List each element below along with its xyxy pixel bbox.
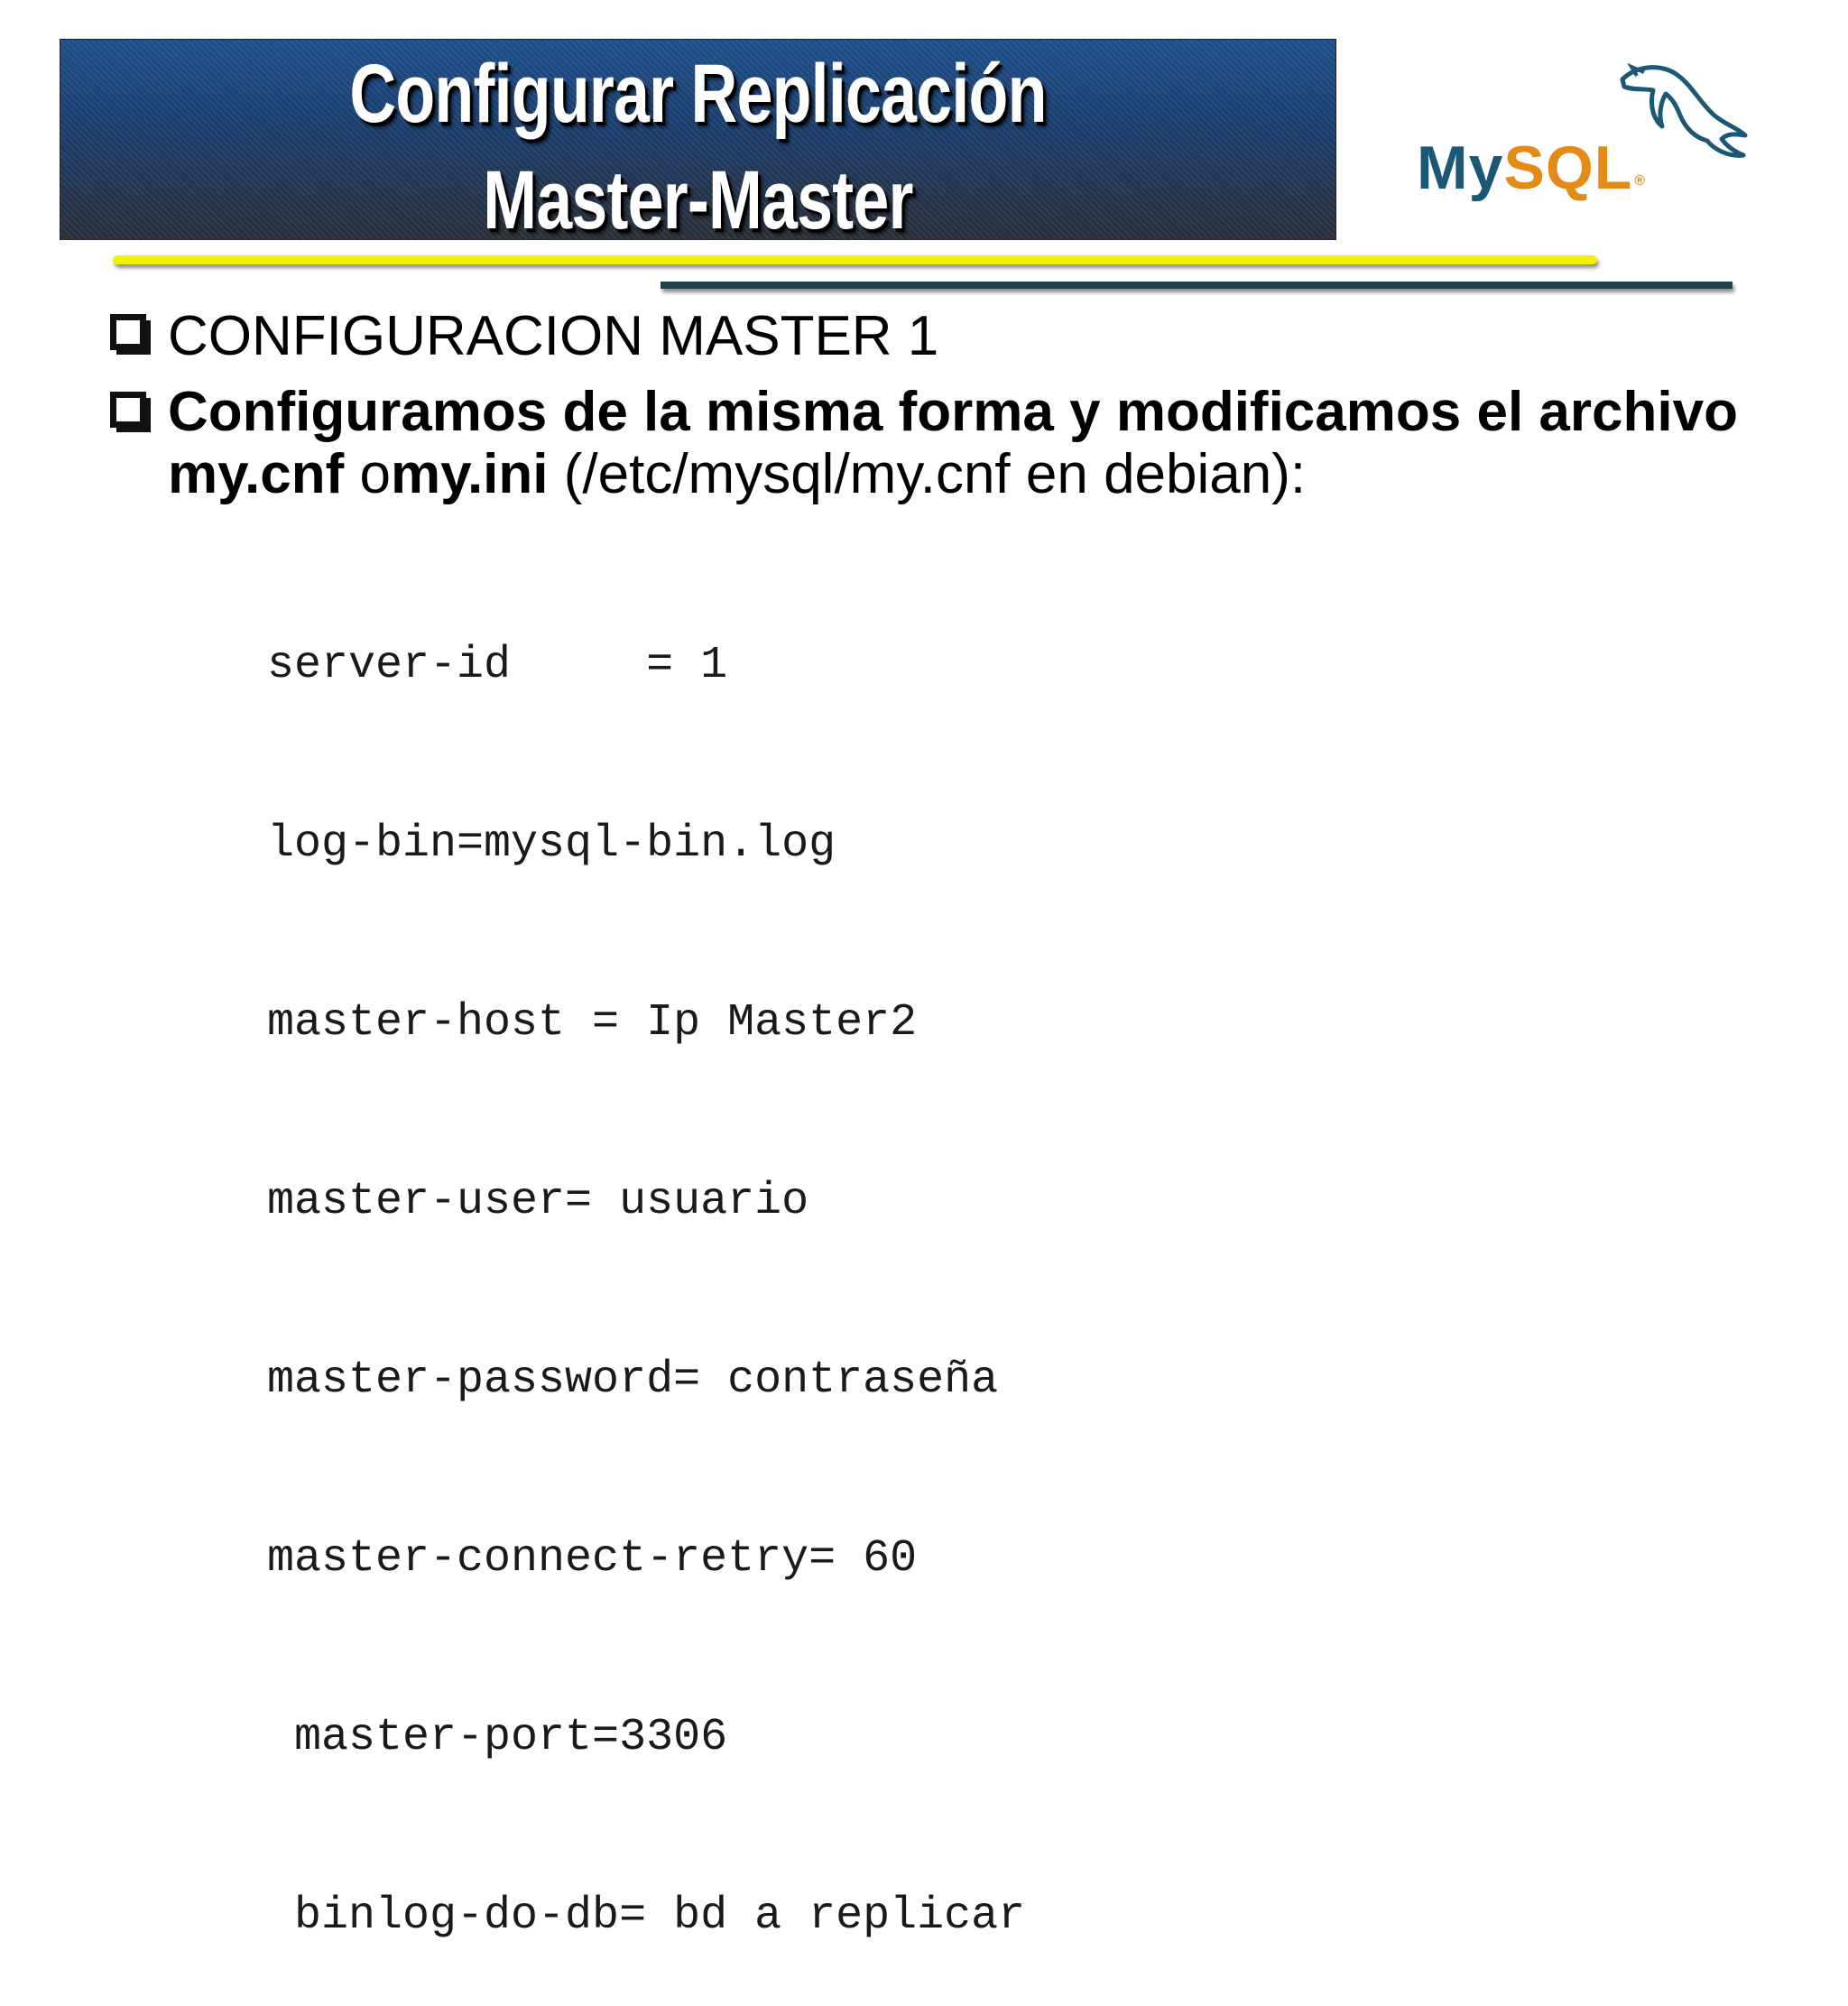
bullet-text: Configuramos de la misma forma y modific… [168, 381, 1738, 506]
title-banner: Configurar Replicación Master-Master [60, 39, 1336, 246]
filename-my-ini: my.ini [390, 443, 549, 506]
slide-title-line-2: Master-Master [483, 154, 913, 246]
code-line: master-port=3306 [267, 1712, 728, 1763]
code-line: server-id = 1 [267, 640, 728, 691]
code-line: log-bin=mysql-bin.log [267, 818, 836, 870]
code-line: master-host = Ip Master2 [267, 997, 918, 1049]
config-code-block: server-id = 1 log-bin=mysql-bin.log mast… [267, 517, 1025, 2006]
filename-my-cnf: my.cnf [168, 443, 345, 506]
code-line: master-user= usuario [267, 1176, 809, 1227]
bullet-configuracion-master: CONFIGURACION MASTER 1 [110, 305, 938, 367]
bullet-text: CONFIGURACION MASTER 1 [168, 305, 939, 367]
mysql-logo: MySQL® [1417, 63, 1748, 199]
checkbox-bullet-icon [110, 314, 146, 350]
slide-title-line-1: Configurar Replicación [349, 48, 1047, 140]
path-text: (/etc/mysql/my.cnf en debian): [548, 443, 1307, 506]
bullet-configuramos: Configuramos de la misma forma y modific… [110, 381, 1752, 506]
code-line: master-password= contraseña [267, 1354, 999, 1406]
code-line: master-connect-retry= 60 [267, 1533, 918, 1585]
logo-sql: SQL [1503, 134, 1633, 202]
code-line: binlog-do-db= bd a replicar [267, 1890, 1026, 1942]
connector-text: o [344, 443, 391, 506]
bullet-bold-text: Configuramos de la misma forma y modific… [168, 381, 1738, 443]
checkbox-bullet-icon [110, 392, 146, 428]
logo-registered: ® [1634, 173, 1647, 189]
yellow-divider [113, 255, 1597, 264]
mysql-wordmark: MySQL® [1417, 137, 1646, 199]
logo-my: My [1417, 134, 1504, 202]
dark-divider [661, 282, 1732, 289]
dolphin-icon [1620, 63, 1748, 158]
